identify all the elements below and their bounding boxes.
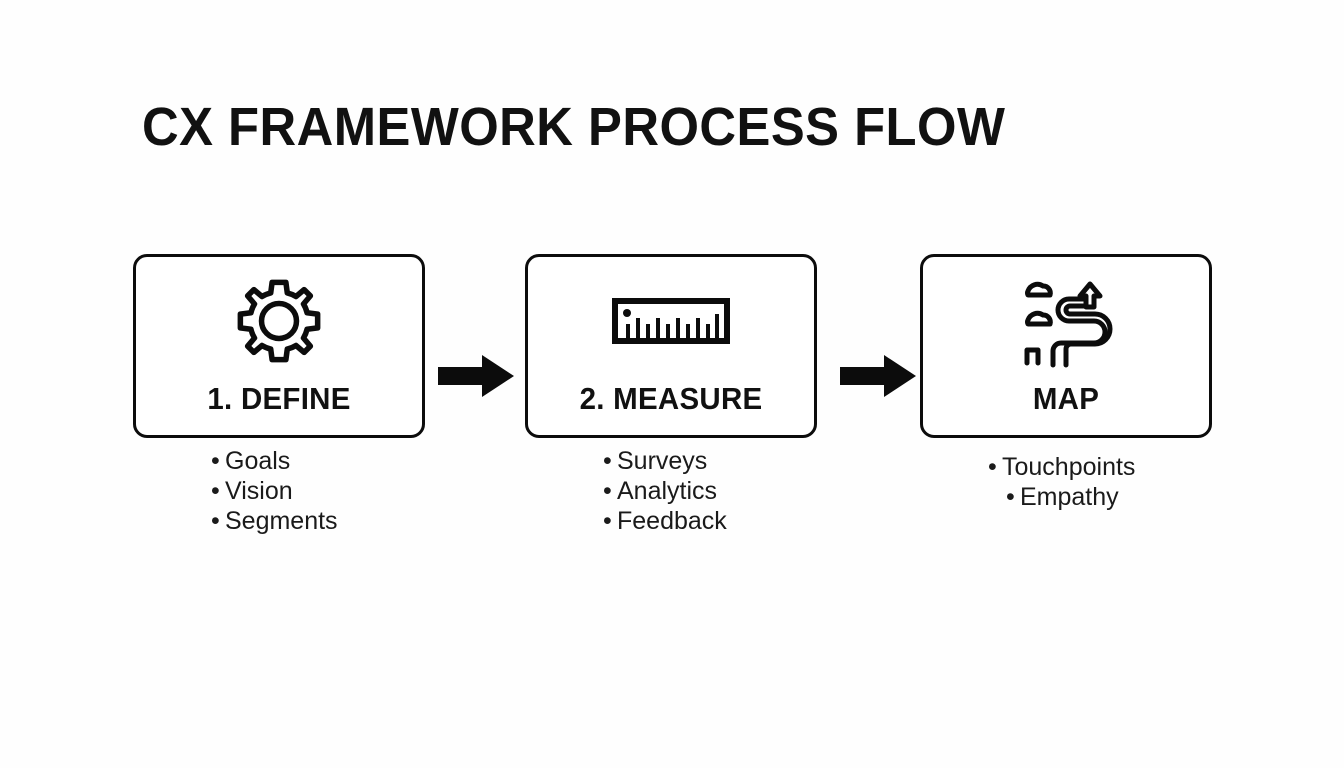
list-item-label: Segments xyxy=(225,507,338,535)
list-item-label: Goals xyxy=(225,447,291,475)
list-item: •Touchpoints xyxy=(988,452,1280,482)
stage-define-box[interactable]: 1. DEFINE xyxy=(133,254,425,438)
list-item: •Empathy xyxy=(988,482,1280,512)
ruler-icon xyxy=(528,275,814,367)
bullet-icon: • xyxy=(988,453,997,481)
list-item: •Goals xyxy=(211,446,503,476)
stage-define-label: 1. DEFINE xyxy=(207,381,351,416)
flow-arrow-1 xyxy=(438,355,514,397)
list-item-label: Analytics xyxy=(617,477,718,505)
page-title: CX FRAMEWORK PROCESS FLOW xyxy=(142,97,1006,157)
list-item: •Analytics xyxy=(603,476,895,506)
bullet-icon: • xyxy=(211,507,220,535)
stage-define-list: •Goals •Vision •Segments xyxy=(133,446,503,536)
stage-measure-box[interactable]: 2. MEASURE xyxy=(525,254,817,438)
stage-map-list: •Touchpoints •Empathy xyxy=(920,452,1280,512)
gear-icon xyxy=(136,275,422,367)
list-item: •Vision xyxy=(211,476,503,506)
stage-measure-label: 2. MEASURE xyxy=(579,381,763,416)
list-item-label: Empathy xyxy=(1020,483,1119,511)
winding-road-icon xyxy=(923,275,1209,368)
stage-measure-list: •Surveys •Analytics •Feedback xyxy=(525,446,895,536)
bullet-icon: • xyxy=(211,447,220,475)
stage-measure[interactable]: 2. MEASURE •Surveys •Analytics •Feedback xyxy=(525,254,817,535)
bullet-icon: • xyxy=(211,477,220,505)
list-item: •Feedback xyxy=(603,506,895,536)
list-item: •Surveys xyxy=(603,446,895,476)
list-item-label: Vision xyxy=(225,477,293,505)
stage-map-box[interactable]: MAP xyxy=(920,254,1212,438)
list-item: •Segments xyxy=(211,506,503,536)
list-item-label: Touchpoints xyxy=(1002,453,1136,481)
bullet-icon: • xyxy=(603,447,612,475)
stage-define[interactable]: 1. DEFINE •Goals •Vision •Segments xyxy=(133,254,425,535)
flow-arrow-2 xyxy=(840,355,916,397)
bullet-icon: • xyxy=(603,477,612,505)
list-item-label: Feedback xyxy=(617,507,727,535)
bullet-icon: • xyxy=(603,507,612,535)
stage-map[interactable]: MAP •Touchpoints •Empathy xyxy=(920,254,1212,511)
bullet-icon: • xyxy=(1006,483,1015,511)
list-item-label: Surveys xyxy=(617,447,708,475)
stage-map-label: MAP xyxy=(1032,381,1100,416)
